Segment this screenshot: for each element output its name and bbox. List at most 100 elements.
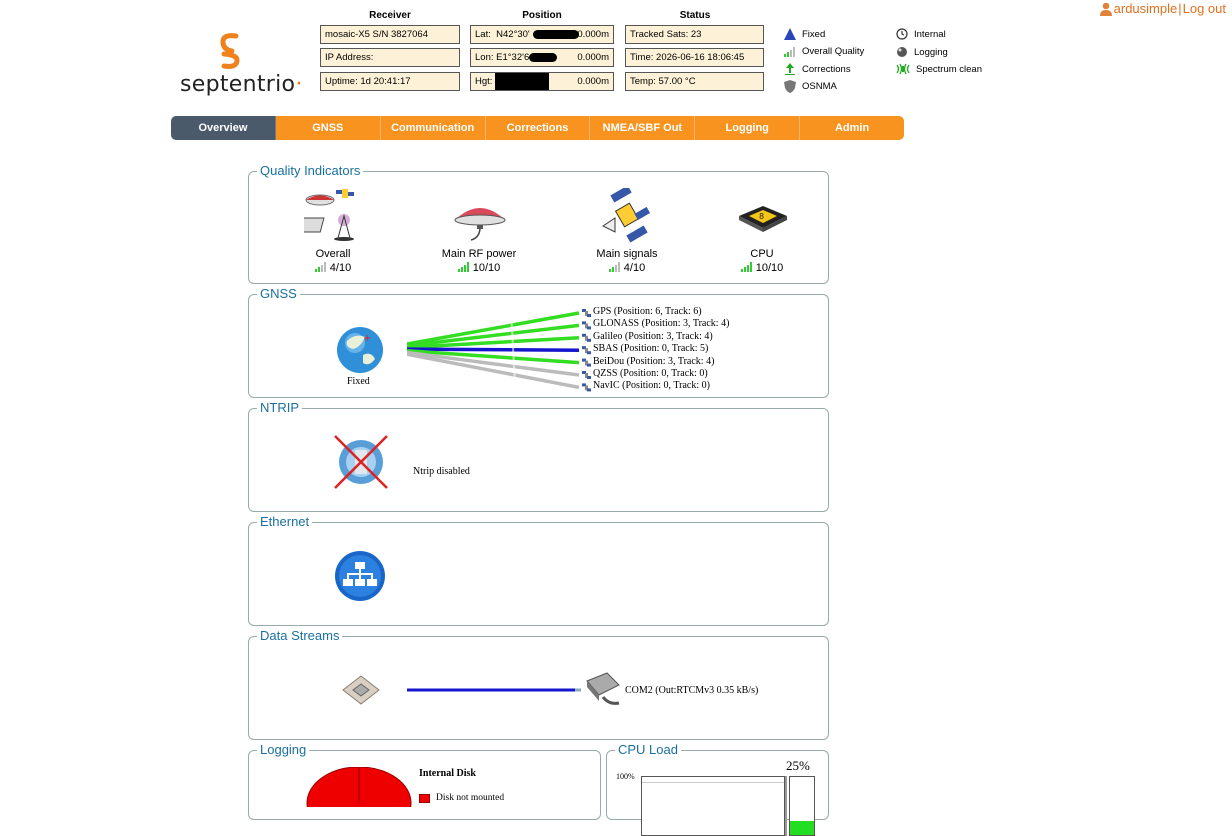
tab-overview[interactable]: Overview: [171, 116, 276, 140]
signal-bars-icon: [784, 46, 795, 57]
logout-link[interactable]: Log out: [1182, 1, 1226, 16]
legend-corrections: Corrections: [784, 63, 851, 75]
svg-text:8: 8: [759, 212, 764, 221]
satellite-icon: [582, 309, 591, 317]
constellation-item: Galileo (Position: 3, Track: 4): [593, 330, 713, 342]
gnss-panel: GNSS + Fixed GPS (Position: 6, Track: 6)…: [248, 286, 829, 398]
data-streams-panel: Data Streams COM2 (Out:RTCMv3 0.35 kB/s): [248, 628, 829, 740]
satellite-icon: [582, 346, 591, 355]
constellation-item: GLONASS (Position: 3, Track: 4): [593, 318, 730, 330]
constellation-link: [407, 311, 580, 346]
constellation-link: [407, 347, 580, 352]
redaction-mask: [533, 30, 579, 39]
septentrio-logo[interactable]: septentrio·: [180, 30, 302, 100]
legend-spectrum: Spectrum clean: [896, 63, 982, 75]
satellite-icon: [582, 321, 591, 330]
legend-logging: Logging: [896, 46, 948, 58]
fixed-icon: [784, 28, 796, 40]
constellation-link: [407, 323, 580, 348]
stream-port: COM2 (Out:RTCMv3 0.35 kB/s): [625, 685, 759, 696]
constellation-item: BeiDou (Position: 3, Track: 4): [593, 355, 715, 367]
data-streams-title: Data Streams: [257, 628, 343, 643]
constellation-item: SBAS (Position: 0, Track: 5): [593, 343, 709, 355]
status-tracked: Tracked Sats: 23: [625, 25, 764, 44]
constellation-item: QZSS (Position: 0, Track: 0): [593, 368, 708, 379]
tab-gnss[interactable]: GNSS: [275, 116, 381, 140]
ntrip-title: NTRIP: [257, 400, 302, 415]
cpu-chip-icon[interactable]: 8: [735, 202, 791, 236]
gnss-title: GNSS: [257, 286, 300, 301]
quality-indicators-panel: Quality Indicators Overall 4/10 Main RF …: [248, 163, 829, 284]
position-lon: Lon: E1°32'6 0.000m: [470, 48, 614, 67]
receiver-heading: Receiver: [369, 10, 411, 21]
rf-power-score: 10/10: [419, 262, 539, 274]
ntrip-disabled-icon[interactable]: [333, 434, 389, 490]
satellite-icon: [582, 358, 591, 367]
status-temp: Temp: 57.00 °C: [625, 72, 764, 91]
globe-icon[interactable]: +: [335, 325, 385, 375]
status-time: Time: 2026-06-16 18:06:45: [625, 48, 764, 67]
disk-title: Internal Disk: [419, 768, 476, 779]
disk-legend-swatch: [419, 793, 430, 803]
username-link[interactable]: ardusimple: [1113, 1, 1178, 16]
ethernet-title: Ethernet: [257, 514, 313, 529]
legend-fixed: Fixed: [784, 28, 825, 40]
corrections-icon: [785, 63, 795, 75]
logo-text: septentrio·: [180, 72, 303, 97]
cpu-load-gauge: [789, 776, 815, 836]
constellation-item: NavIC (Position: 0, Track: 0): [593, 380, 710, 392]
signal-bars-icon: [457, 262, 469, 272]
redaction-mask: [495, 73, 549, 90]
constellation-links: [407, 309, 591, 392]
disk-legend: Disk not mounted: [419, 793, 504, 803]
receiver-ip: IP Address:: [320, 48, 460, 67]
constellation-link: [407, 352, 580, 390]
main-signals-label: Main signals: [596, 248, 658, 260]
cpu-load-title: CPU Load: [615, 742, 681, 757]
quality-indicators-title: Quality Indicators: [257, 163, 364, 178]
satellite-icon: [582, 383, 591, 392]
signal-bars-icon: [740, 262, 752, 272]
link-highlight: [510, 310, 516, 384]
receiver-model: mosaic-X5 S/N 3827064: [320, 25, 460, 44]
cpu-load-percent: 25%: [786, 758, 810, 773]
redaction-mask: [529, 53, 557, 62]
logo-mark-icon: [220, 33, 240, 69]
constellation-link: [407, 336, 580, 350]
constellation-link: [407, 350, 580, 377]
tab-admin[interactable]: Admin: [800, 116, 904, 140]
legend-osnma: OSNMA: [784, 80, 837, 93]
constellation-link: [407, 349, 580, 365]
position-hgt: Hgt: 0.000m: [470, 72, 614, 91]
tab-corrections[interactable]: Corrections: [485, 116, 591, 140]
gnss-mode: Fixed: [347, 376, 370, 387]
shield-icon: [784, 80, 796, 93]
receiver-module-icon[interactable]: [341, 673, 381, 707]
rf-antenna-icon[interactable]: [451, 198, 509, 242]
overall-quality-icon[interactable]: [304, 188, 364, 243]
serial-port-icon[interactable]: [583, 671, 623, 707]
signal-bars-icon: [314, 262, 326, 272]
tab-communication[interactable]: Communication: [380, 116, 486, 140]
main-nav: Overview GNSS Communication Corrections …: [171, 116, 904, 140]
stream-link: [407, 688, 581, 692]
tab-logging[interactable]: Logging: [695, 116, 801, 140]
receiver-uptime: Uptime: 1d 20:41:17: [320, 72, 460, 91]
satellite-signals-icon[interactable]: [601, 188, 653, 244]
disk-icon: [897, 47, 907, 57]
signal-bars-icon: [608, 262, 620, 272]
cpu-history-chart: [641, 776, 785, 836]
spectrum-icon: [896, 63, 910, 75]
overall-score: 4/10: [273, 262, 393, 274]
user-separator: |: [1178, 1, 1182, 16]
clock-icon: [896, 28, 908, 40]
cpu-label: CPU: [750, 248, 774, 260]
network-icon[interactable]: [334, 550, 386, 602]
rf-power-label: Main RF power: [441, 248, 517, 260]
svg-text:+: +: [363, 333, 371, 344]
tab-nmea-sbf-out[interactable]: NMEA/SBF Out: [590, 116, 696, 140]
ntrip-panel: NTRIP Ntrip disabled: [248, 400, 829, 512]
user-menu: ardusimple|Log out: [1099, 1, 1226, 16]
satellite-icon: [582, 371, 591, 379]
ntrip-status: Ntrip disabled: [413, 466, 470, 477]
